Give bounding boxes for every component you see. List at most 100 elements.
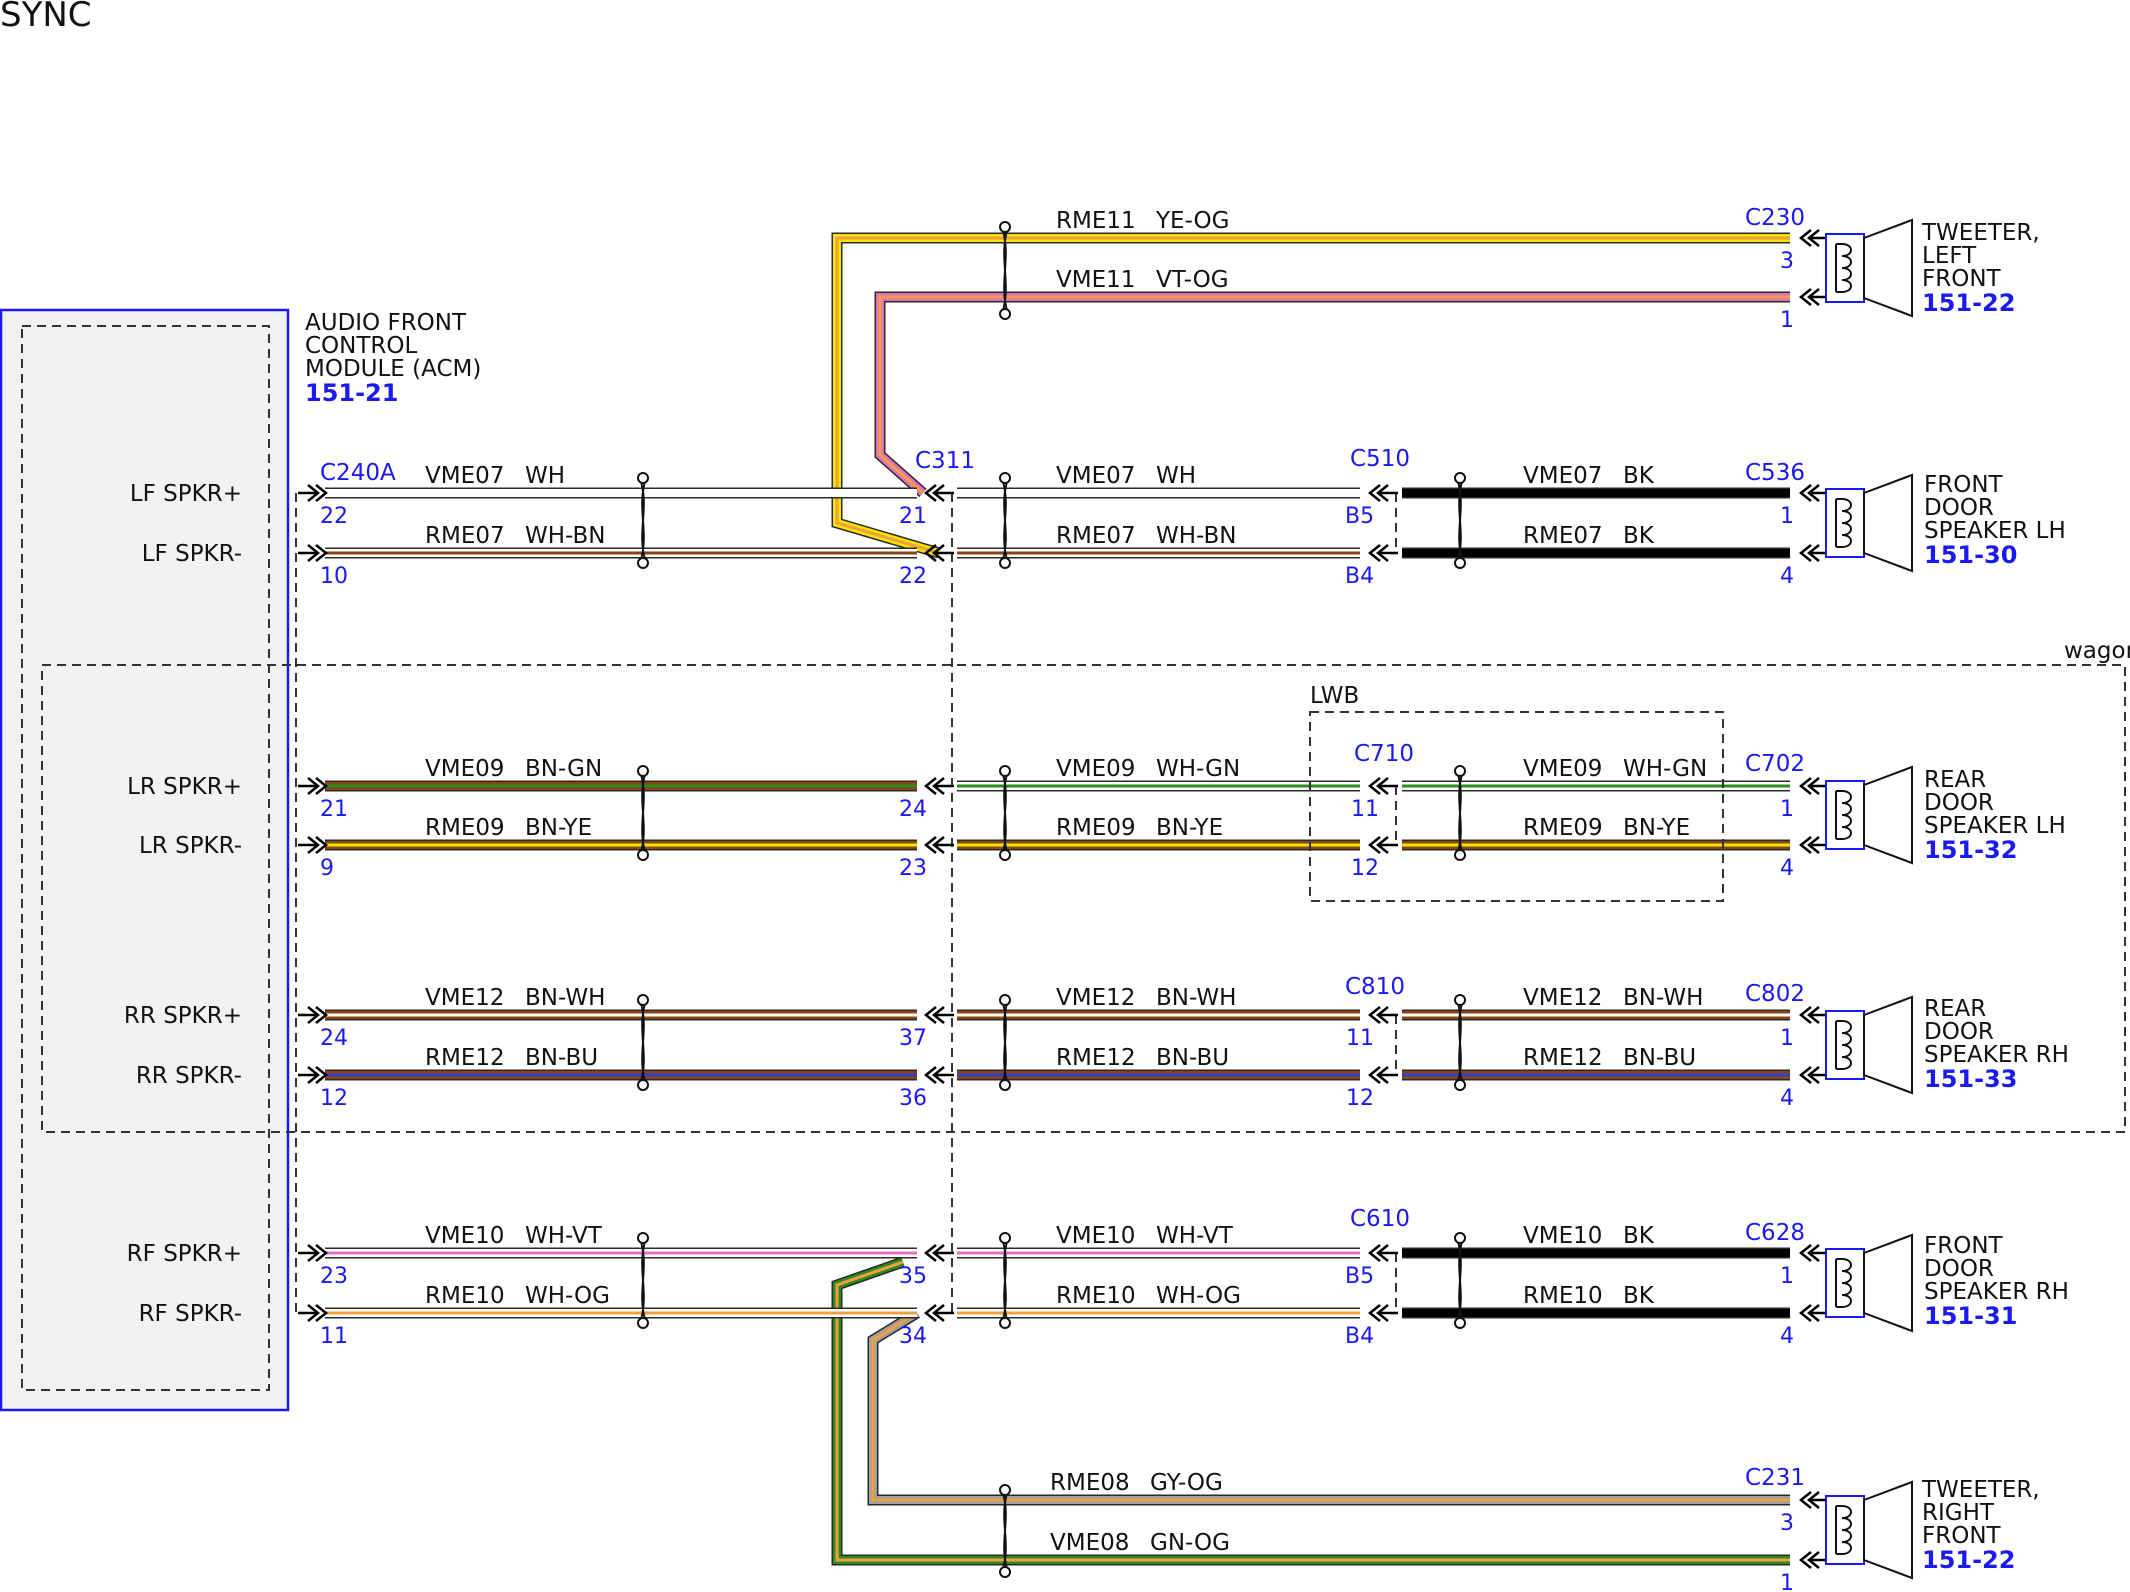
connector-arrow <box>923 1006 954 1024</box>
speaker-name-line: REAR <box>1924 767 1986 793</box>
circuit-color: BK <box>1623 1283 1655 1309</box>
twisted-pair-markers <box>637 221 1466 1578</box>
tweeter-icon <box>1825 1480 1913 1580</box>
speaker-name-line: LEFT <box>1922 243 1977 269</box>
twist-marker <box>1454 1232 1466 1329</box>
speaker-name-line: FRONT <box>1924 1233 2004 1259</box>
pin-number: 1 <box>1780 1264 1794 1289</box>
output-label: RF SPKR+ <box>127 1241 242 1267</box>
circuit-color: VT-OG <box>1156 267 1229 293</box>
circuit-id: VME12 <box>1523 985 1602 1011</box>
lwb-label: LWB <box>1310 683 1359 709</box>
speaker-ref: 151-33 <box>1924 1065 2017 1093</box>
circuit-id: VME10 <box>1523 1223 1602 1249</box>
pin-number: 24 <box>899 797 927 822</box>
connector-arrow <box>298 836 329 854</box>
pin-number: B5 <box>1345 504 1374 529</box>
twist-tw-rf <box>999 1484 1011 1578</box>
connector-c536: C536 <box>1745 460 1805 486</box>
module-name-line: AUDIO FRONT <box>305 310 467 336</box>
module-name-line: CONTROL <box>305 333 418 359</box>
wagon-region <box>41 664 2126 1133</box>
speaker-icon <box>1825 765 1913 865</box>
speaker-name-line: REAR <box>1924 996 1986 1022</box>
speaker-name-line: RIGHT <box>1922 1500 1995 1526</box>
circuit-id: VME12 <box>1056 985 1135 1011</box>
speaker-ref: 151-32 <box>1924 836 2017 864</box>
connector-arrow <box>1798 1066 1829 1084</box>
circuit-color: WH <box>1156 463 1196 489</box>
circuit-id: RME07 <box>425 523 505 549</box>
circuit-color: BN-YE <box>1623 815 1690 841</box>
circuit-color: WH-VT <box>525 1223 603 1249</box>
wire-tw_rf_pos <box>831 1256 1790 1566</box>
circuit-color: GN-OG <box>1150 1530 1230 1556</box>
connector-c702: C702 <box>1745 751 1805 777</box>
pin-number: 34 <box>899 1324 927 1349</box>
connector-arrow <box>1367 544 1398 562</box>
circuit-id: RME10 <box>1523 1283 1603 1309</box>
connector-arrow <box>1367 484 1398 502</box>
circuit-color: BN-YE <box>525 815 592 841</box>
circuit-color: BK <box>1623 523 1655 549</box>
connector-arrow <box>1798 1551 1829 1569</box>
circuit-color: BN-GN <box>525 756 602 782</box>
circuit-id: RME09 <box>425 815 505 841</box>
circuit-id: VME07 <box>1056 463 1135 489</box>
connector-arrow <box>1798 288 1829 306</box>
connector-arrow <box>1367 1006 1398 1024</box>
connector-arrow <box>1798 1244 1829 1262</box>
speaker-name-line: SPEAKER RH <box>1924 1042 2069 1068</box>
connector-arrow <box>1367 836 1398 854</box>
pin-number: 4 <box>1780 564 1794 589</box>
wires-layer <box>325 232 1790 1566</box>
module-inner-dashed-box <box>21 325 270 1391</box>
connector-arrow <box>298 1244 329 1262</box>
pin-number: 1 <box>1780 1026 1794 1051</box>
pin-number: 21 <box>899 504 927 529</box>
connector-c240a: C240A <box>320 460 396 486</box>
twist-marker <box>1454 472 1466 569</box>
module-outline <box>0 308 290 1412</box>
connector-arrow <box>298 484 329 502</box>
pin-number: 37 <box>899 1026 927 1051</box>
speaker-name-line: TWEETER, <box>1921 220 2040 246</box>
circuit-id: VME10 <box>1056 1223 1135 1249</box>
output-label: LF SPKR+ <box>130 481 242 507</box>
circuit-id: VME09 <box>1523 756 1602 782</box>
pin-number: 4 <box>1780 856 1794 881</box>
twist-marker <box>1454 765 1466 861</box>
connector-arrow <box>1367 1244 1398 1262</box>
connector-arrow <box>923 836 954 854</box>
twist-marker <box>637 472 649 569</box>
connector-arrow <box>1367 777 1398 795</box>
connector-c610: C610 <box>1350 1206 1410 1232</box>
pin-number: 12 <box>320 1086 348 1111</box>
pin-number: 1 <box>1780 308 1794 333</box>
connector-arrow <box>923 1304 954 1322</box>
connector-arrow <box>298 777 329 795</box>
output-label: RR SPKR- <box>136 1063 242 1089</box>
circuit-color: WH-BN <box>1156 523 1237 549</box>
speaker-icon <box>1825 1233 1913 1333</box>
circuit-id: RME12 <box>1056 1045 1136 1071</box>
pin-number: 21 <box>320 797 348 822</box>
pin-number: 4 <box>1780 1324 1794 1349</box>
twist-marker <box>637 1232 649 1329</box>
circuit-id: RME09 <box>1056 815 1136 841</box>
connector-c231: C231 <box>1745 1465 1805 1491</box>
speaker-name-line: TWEETER, <box>1921 1477 2040 1503</box>
circuit-id: VME10 <box>425 1223 504 1249</box>
connector-arrow <box>923 1066 954 1084</box>
module-ref: 151-21 <box>305 379 398 407</box>
output-label: LR SPKR- <box>139 833 242 859</box>
connector-c710: C710 <box>1354 741 1414 767</box>
circuit-color: WH-BN <box>525 523 606 549</box>
connector-arrow <box>1798 544 1829 562</box>
connector-arrow <box>1798 484 1829 502</box>
circuit-color: BN-WH <box>1156 985 1236 1011</box>
twist-marker <box>999 472 1011 569</box>
circuit-color: WH-GN <box>1156 756 1240 782</box>
circuit-id: RME11 <box>1056 208 1136 234</box>
circuit-id: VME12 <box>425 985 504 1011</box>
